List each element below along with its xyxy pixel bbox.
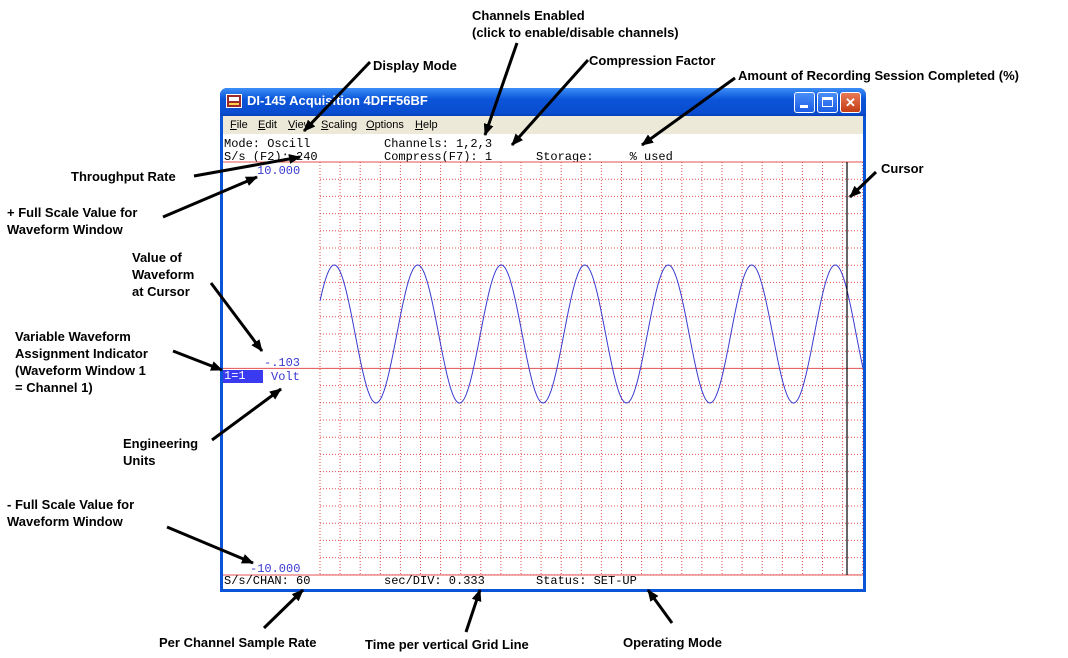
close-button[interactable]: ✕ bbox=[840, 92, 861, 113]
title-bar[interactable]: DI-145 Acquisition 4DFF56BF ✕ bbox=[220, 88, 866, 116]
channels-readout[interactable]: Channels: 1,2,3 bbox=[384, 137, 493, 151]
menu-view[interactable]: View bbox=[288, 119, 312, 131]
callout-operating-mode: Operating Mode bbox=[623, 635, 722, 650]
full-scale-positive: 10.000 bbox=[257, 164, 301, 178]
callout-throughput-rate: Throughput Rate bbox=[71, 169, 176, 184]
menu-bar: File Edit View Scaling Options Help bbox=[223, 116, 863, 134]
minimize-button[interactable] bbox=[794, 92, 815, 113]
compress-readout[interactable]: Compress(F7): 1 bbox=[384, 150, 493, 164]
callout-display-mode: Display Mode bbox=[373, 58, 457, 73]
callout-compression-factor: Compression Factor bbox=[589, 53, 716, 68]
arrow-time-grid bbox=[464, 589, 482, 633]
callout-assignment-indicator: Variable Waveform Assignment Indicator (… bbox=[15, 328, 148, 396]
waveform-window[interactable] bbox=[223, 134, 863, 589]
callout-channels-enabled-line2: (click to enable/disable channels) bbox=[472, 25, 679, 40]
menu-options[interactable]: Options bbox=[366, 119, 404, 131]
menu-edit[interactable]: Edit bbox=[258, 119, 277, 131]
callout-assignment-line2: Assignment Indicator bbox=[15, 346, 148, 361]
arrow-assignment bbox=[172, 349, 223, 372]
callout-time-per-grid: Time per vertical Grid Line bbox=[365, 637, 529, 652]
callout-engineering-units: Engineering Units bbox=[123, 435, 198, 469]
callout-cursor: Cursor bbox=[881, 161, 924, 176]
callout-full-scale-neg-line2: Waveform Window bbox=[7, 514, 123, 529]
storage-readout: Storage: % used bbox=[536, 150, 673, 164]
acquisition-window: DI-145 Acquisition 4DFF56BF ✕ File Edit … bbox=[220, 88, 866, 592]
cursor-value: -.103 bbox=[264, 356, 301, 370]
callout-full-scale-neg-line1: - Full Scale Value for bbox=[7, 497, 135, 512]
app-icon[interactable] bbox=[226, 94, 242, 108]
window-title: DI-145 Acquisition 4DFF56BF bbox=[247, 93, 428, 108]
menu-help[interactable]: Help bbox=[415, 119, 438, 131]
sec-per-div: sec/DIV: 0.333 bbox=[384, 574, 485, 588]
mode-readout[interactable]: Mode: Oscill bbox=[224, 137, 311, 151]
callout-assignment-line4: = Channel 1) bbox=[15, 380, 93, 395]
callout-full-scale-neg: - Full Scale Value for Waveform Window bbox=[7, 496, 134, 530]
waveform-trace bbox=[319, 264, 863, 404]
callout-assignment-line1: Variable Waveform bbox=[15, 329, 131, 344]
callout-full-scale-pos-line1: + Full Scale Value for bbox=[7, 205, 138, 220]
callout-amount-completed: Amount of Recording Session Completed (%… bbox=[738, 68, 1019, 83]
maximize-button[interactable] bbox=[817, 92, 838, 113]
minimize-icon bbox=[800, 105, 808, 108]
close-icon: ✕ bbox=[845, 95, 856, 110]
assignment-indicator[interactable]: 1=1 bbox=[223, 370, 263, 383]
callout-value-at-cursor-line2: Waveform bbox=[132, 267, 195, 282]
callout-value-at-cursor-line1: Value of bbox=[132, 250, 182, 265]
menu-scaling[interactable]: Scaling bbox=[321, 119, 358, 131]
callout-full-scale-pos-line2: Waveform Window bbox=[7, 222, 123, 237]
callout-channels-enabled: Channels Enabled (click to enable/disabl… bbox=[472, 7, 679, 41]
engineering-units: Volt bbox=[271, 370, 300, 384]
callout-engineering-units-line1: Engineering bbox=[123, 436, 199, 451]
menu-file[interactable]: File bbox=[230, 119, 248, 131]
callout-full-scale-pos: + Full Scale Value for Waveform Window bbox=[7, 204, 137, 238]
per-channel-rate: S/s/CHAN: 60 bbox=[224, 574, 311, 588]
maximize-icon bbox=[822, 97, 833, 107]
callout-channels-enabled-line1: Channels Enabled bbox=[472, 8, 585, 23]
client-area: Mode: Oscill S/s (F2): 240 Channels: 1,2… bbox=[223, 134, 863, 589]
full-scale-negative: -10.000 bbox=[250, 562, 301, 576]
callout-engineering-units-line2: Units bbox=[123, 453, 156, 468]
status-readout: Status: SET-UP bbox=[536, 574, 637, 588]
arrow-per-channel bbox=[262, 588, 305, 630]
callout-assignment-line3: (Waveform Window 1 bbox=[15, 363, 146, 378]
callout-per-channel-rate: Per Channel Sample Rate bbox=[159, 635, 317, 650]
arrow-operating-mode bbox=[646, 589, 674, 624]
callout-value-at-cursor: Value of Waveform at Cursor bbox=[132, 249, 194, 300]
callout-value-at-cursor-line3: at Cursor bbox=[132, 284, 190, 299]
